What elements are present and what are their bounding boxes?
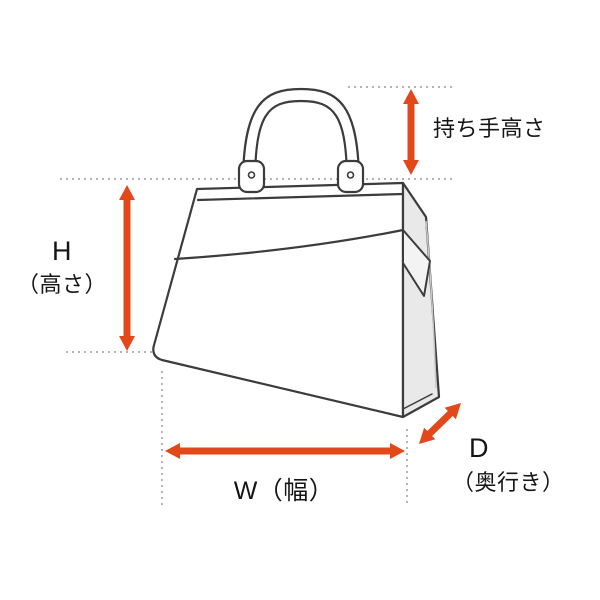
depth-arrow	[419, 403, 461, 444]
handle-height-arrow-head-top	[403, 89, 419, 104]
width-arrow-head-left	[165, 443, 180, 459]
bag-illustration	[152, 87, 441, 419]
height-letter-label: H	[52, 236, 72, 266]
handle-rivet-right	[346, 171, 355, 179]
width-arrow	[165, 443, 405, 459]
bag-side-crease	[425, 220, 437, 389]
handle-height-arrow-head-bottom	[403, 160, 419, 175]
bag-top-frame-line	[196, 192, 405, 202]
measurement-arrows	[119, 89, 461, 459]
handle-height-label: 持ち手高さ	[433, 116, 546, 141]
width-label: W（幅）	[234, 477, 335, 505]
height-arrow-head-bottom	[119, 336, 135, 351]
bag-flap-gusset	[402, 229, 431, 297]
depth-arrow-head-upper	[444, 403, 461, 420]
height-name-label: （高さ）	[17, 272, 107, 297]
depth-arrow-shaft	[425, 409, 455, 438]
handle-rivet-left	[247, 171, 256, 179]
handle-height-arrow	[403, 89, 419, 175]
height-arrow-head-top	[119, 185, 135, 200]
depth-name-label: （奥行き）	[452, 470, 565, 495]
bag-flap-edge	[173, 228, 405, 261]
labels: 持ち手高さ H （高さ） W（幅） D （奥行き）	[17, 116, 565, 505]
bag-bottom-seam	[402, 393, 433, 410]
width-arrow-head-right	[390, 443, 405, 459]
bag-body-front	[152, 181, 405, 419]
height-arrow	[119, 185, 135, 351]
bag-side-panel	[401, 181, 441, 419]
depth-arrow-head-lower	[419, 427, 436, 444]
depth-letter-label: D	[469, 433, 489, 463]
